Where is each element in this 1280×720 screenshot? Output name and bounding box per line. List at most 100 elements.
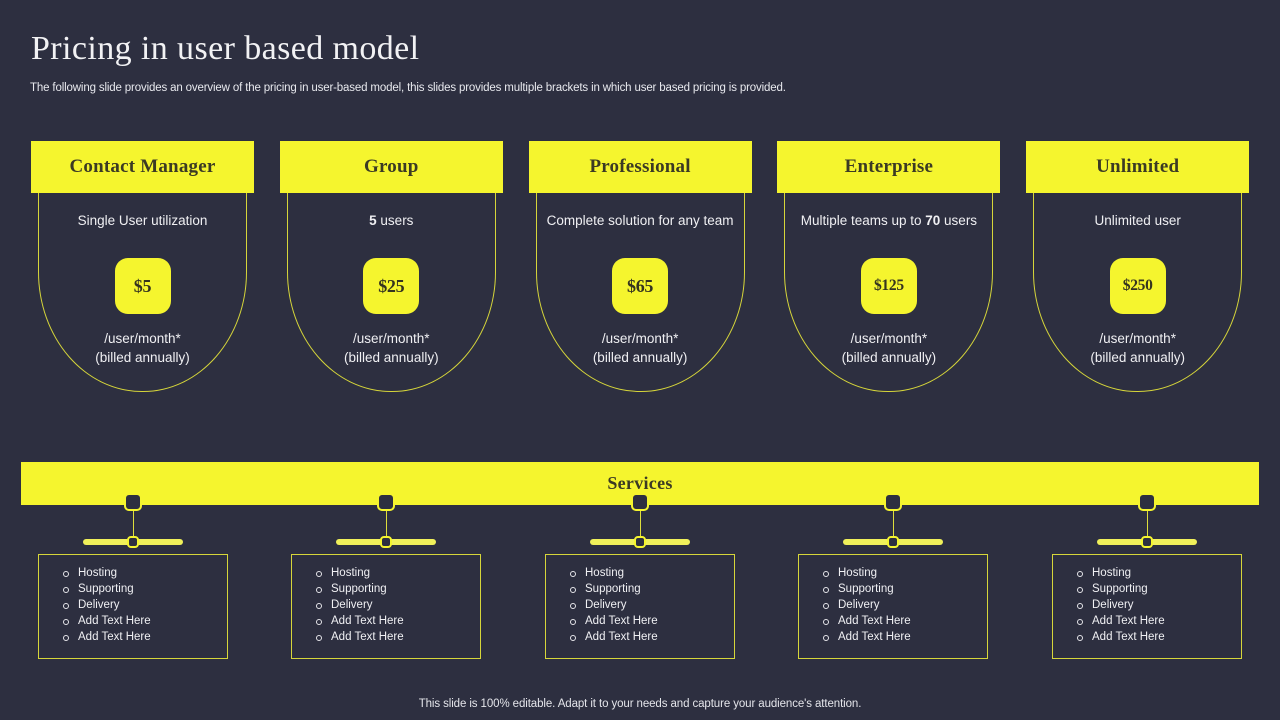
services-list-item: Hosting <box>1075 565 1241 581</box>
price-chip: $5 <box>114 258 171 314</box>
services-list-item: Supporting <box>61 581 227 597</box>
price-chip: $125 <box>860 258 917 314</box>
services-list-item: Add Text Here <box>1075 613 1241 629</box>
pricing-card-billing-note: /user/month* (billed annually) <box>31 329 254 367</box>
connector-dot-icon <box>1141 536 1153 548</box>
pricing-card-header[interactable]: Contact Manager <box>31 141 254 193</box>
price-value: $25 <box>378 275 405 296</box>
price-value: $5 <box>133 275 152 296</box>
price-chip: $65 <box>612 258 669 314</box>
page-title: Pricing in user based model <box>31 30 420 67</box>
pricing-card-header[interactable]: Professional <box>528 141 752 193</box>
pricing-card-description-highlight: 70 <box>925 213 941 228</box>
billing-note-line-1: /user/month* <box>601 331 679 346</box>
services-bar-label: Services <box>607 473 673 493</box>
pricing-card-header[interactable]: Unlimited <box>1026 141 1250 193</box>
billing-note-line-2: (billed annually) <box>592 350 688 365</box>
footer-note: This slide is 100% editable. Adapt it to… <box>418 698 862 710</box>
services-list-item: Delivery <box>821 597 987 613</box>
services-list-item: Supporting <box>314 581 480 597</box>
pricing-card-title: Professional <box>589 156 691 177</box>
price-chip: $25 <box>363 258 420 314</box>
services-list-item: Delivery <box>1075 597 1241 613</box>
services-list-item: Supporting <box>568 581 734 597</box>
services-list-item: Hosting <box>568 565 734 581</box>
services-list-item: Hosting <box>314 565 480 581</box>
pricing-card-description-highlight: 5 <box>369 213 377 228</box>
pricing-card-description: Single User utilization <box>77 213 208 228</box>
connector-node-icon <box>124 493 142 511</box>
billing-note-line-1: /user/month* <box>353 331 430 346</box>
connector-dot-icon <box>634 536 646 548</box>
billing-note-line-2: (billed annually) <box>841 350 937 365</box>
billing-note-line-2: (billed annually) <box>95 350 190 365</box>
services-list-item: Add Text Here <box>568 613 734 629</box>
billing-note-line-2: (billed annually) <box>1090 350 1185 365</box>
connector-line <box>1146 511 1148 543</box>
connector-line <box>132 511 134 543</box>
services-list-item: Delivery <box>568 597 734 613</box>
pricing-card-billing-note: /user/month* (billed annually) <box>777 329 1000 367</box>
price-value: $125 <box>873 277 904 294</box>
pricing-card-description: Unlimited user <box>1094 213 1181 228</box>
pricing-card-title: Unlimited <box>1096 156 1180 177</box>
pricing-card-title: Contact Manager <box>69 156 216 177</box>
price-value: $250 <box>1122 277 1153 294</box>
pricing-card-billing-note: /user/month* (billed annually) <box>280 329 503 367</box>
pricing-card-header[interactable]: Enterprise <box>777 141 1001 193</box>
services-list-item: Add Text Here <box>1075 629 1241 645</box>
services-list-item: Delivery <box>61 597 227 613</box>
price-value: $65 <box>627 275 654 296</box>
price-chip: $250 <box>1109 258 1166 314</box>
services-list-item: Add Text Here <box>568 629 734 645</box>
services-list-item: Hosting <box>61 565 227 581</box>
services-list-item: Supporting <box>821 581 987 597</box>
services-list-item: Delivery <box>314 597 480 613</box>
connector-line <box>892 511 894 543</box>
connector-node-icon <box>1138 493 1156 511</box>
connector-dot-icon <box>380 536 392 548</box>
pricing-card-billing-note: /user/month* (billed annually) <box>1026 329 1249 367</box>
pricing-card-title: Group <box>364 156 419 177</box>
pricing-card-header[interactable]: Group <box>279 141 503 193</box>
services-list-item: Add Text Here <box>314 629 480 645</box>
services-list-item: Add Text Here <box>61 629 227 645</box>
billing-note-line-1: /user/month* <box>1099 331 1176 346</box>
pricing-card-description: Complete solution for any team <box>546 213 734 228</box>
services-list-item: Hosting <box>821 565 987 581</box>
services-list-item: Add Text Here <box>821 613 987 629</box>
connector-node-icon <box>377 493 395 511</box>
billing-note-line-1: /user/month* <box>850 331 928 346</box>
services-list-item: Add Text Here <box>821 629 987 645</box>
billing-note-line-1: /user/month* <box>104 331 181 346</box>
connector-dot-icon <box>887 536 899 548</box>
connector-line <box>639 511 641 543</box>
connector-node-icon <box>884 493 902 511</box>
services-list-item: Add Text Here <box>314 613 480 629</box>
pricing-card[interactable]: Group 5 users $25/user/month* (billed annua… <box>279 141 503 396</box>
pricing-card-description: Multiple teams up to 70 users <box>800 213 978 228</box>
pricing-card-description: 5 users <box>369 213 414 228</box>
billing-note-line-2: (billed annually) <box>344 350 439 365</box>
connector-node-icon <box>631 493 649 511</box>
pricing-card-billing-note: /user/month* (billed annually) <box>529 329 752 367</box>
connector-line <box>385 511 387 543</box>
page-subtitle: The following slide provides an overview… <box>30 82 786 94</box>
connector-dot-icon <box>127 536 139 548</box>
